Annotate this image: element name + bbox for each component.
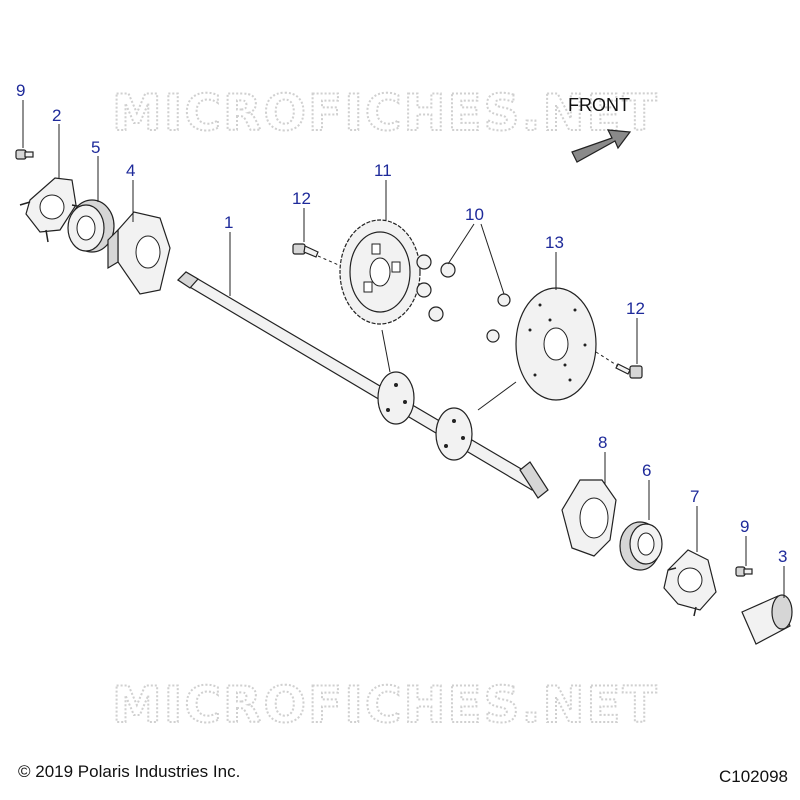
callout-9-right: 9 (740, 517, 749, 536)
copyright-notice: © 2019 Polaris Industries Inc. (18, 762, 241, 781)
bearing-housing-part-4 (107, 211, 171, 295)
callout-12-left: 12 (292, 189, 311, 208)
callout-5: 5 (91, 138, 100, 157)
callout-10: 10 (465, 205, 484, 224)
bolt-part-12-right (615, 363, 643, 379)
flange-plate-part-2 (19, 177, 83, 243)
bolt-part-9-top (15, 149, 34, 160)
diagram-code: C102098 (718, 767, 788, 786)
callout-12-right: 12 (626, 299, 645, 318)
callout-4: 4 (126, 161, 135, 180)
callout-2: 2 (52, 106, 61, 125)
callout-7: 7 (690, 487, 699, 506)
nuts-part-10 (416, 254, 511, 343)
spacer-sleeve-part-3 (741, 594, 793, 645)
sprocket-part-11 (339, 219, 421, 325)
brake-disc-part-13 (515, 287, 597, 401)
front-label: FRONT (568, 95, 630, 115)
callout-11: 11 (374, 161, 392, 180)
watermark-top: MICROFICHES.NET (112, 84, 659, 142)
bearing-part-5 (67, 199, 115, 253)
callout-9-top: 9 (16, 81, 25, 100)
bolt-part-9-right (735, 566, 753, 577)
bolt-part-12-left (292, 243, 319, 258)
callout-6: 6 (642, 461, 651, 480)
flange-plate-part-7 (663, 549, 717, 617)
bearing-part-6 (619, 521, 663, 571)
bearing-housing-part-8 (561, 479, 617, 557)
callout-13: 13 (545, 233, 564, 252)
callout-1: 1 (224, 213, 233, 232)
front-arrow-icon (571, 129, 632, 163)
callout-8: 8 (598, 433, 607, 452)
axle-shaft-part-1 (177, 271, 549, 499)
watermark-bottom: MICROFICHES.NET (112, 676, 659, 734)
callout-3: 3 (778, 547, 787, 566)
